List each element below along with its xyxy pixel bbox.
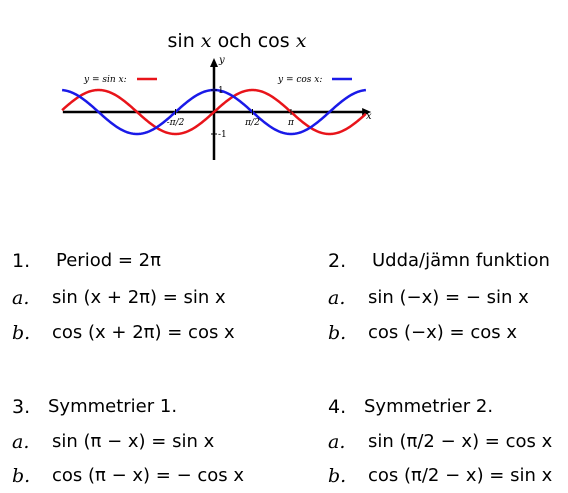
item-3a-formula: sin (π − x) = sin x xyxy=(52,431,215,452)
item-2b-formula: cos (−x) = cos x xyxy=(368,322,517,343)
item-4a-formula: sin (π/2 − x) = cos x xyxy=(368,431,553,452)
item-1-number: 1. xyxy=(12,250,31,272)
sine-cosine-plot: -π/2 π/2 π 1 -1 x y y = sin x: y = cos x: xyxy=(61,55,372,160)
x-axis-label: x xyxy=(366,111,372,122)
item-2-number: 2. xyxy=(328,250,347,272)
x-tick-label: π xyxy=(287,118,295,128)
title-cos: cos xyxy=(257,30,290,52)
x-tick-label: -π/2 xyxy=(167,118,185,128)
item-2b-label: b. xyxy=(328,322,347,344)
item-2a-label: a. xyxy=(328,287,346,309)
item-3b-formula: cos (π − x) = − cos x xyxy=(52,465,245,486)
title-x1: x xyxy=(200,30,212,52)
item-4-number: 4. xyxy=(328,396,347,418)
y-axis-label: y xyxy=(218,55,225,66)
y-tick-label: 1 xyxy=(218,86,224,96)
item-2a-formula: sin (−x) = − sin x xyxy=(368,287,529,308)
title-x2: x xyxy=(295,30,307,52)
chart-title: sin x och cos x xyxy=(0,30,474,52)
item-2-heading: Udda/jämn funktion xyxy=(372,250,550,271)
item-3-number: 3. xyxy=(12,396,31,418)
item-3a-label: a. xyxy=(12,431,30,453)
title-sin: sin xyxy=(167,30,195,52)
item-1b-label: b. xyxy=(12,322,31,344)
item-3b-label: b. xyxy=(12,465,31,487)
legend-cos-label: y = cos x: xyxy=(277,75,322,85)
y-axis-arrow xyxy=(210,58,218,67)
x-tick-label: π/2 xyxy=(244,118,260,128)
item-1a-formula: sin (x + 2π) = sin x xyxy=(52,287,226,308)
item-1-heading: Period = 2π xyxy=(56,250,161,271)
item-4-heading: Symmetrier 2. xyxy=(364,396,494,417)
title-och: och xyxy=(217,30,252,52)
item-1a-label: a. xyxy=(12,287,30,309)
item-3-heading: Symmetrier 1. xyxy=(48,396,178,417)
item-4b-formula: cos (π/2 − x) = sin x xyxy=(368,465,553,486)
legend-sin-label: y = sin x: xyxy=(83,75,127,85)
item-4b-label: b. xyxy=(328,465,347,487)
item-4a-label: a. xyxy=(328,431,346,453)
series-sin-curve xyxy=(61,88,367,136)
item-1b-formula: cos (x + 2π) = cos x xyxy=(52,322,235,343)
y-tick-label: -1 xyxy=(218,130,227,140)
